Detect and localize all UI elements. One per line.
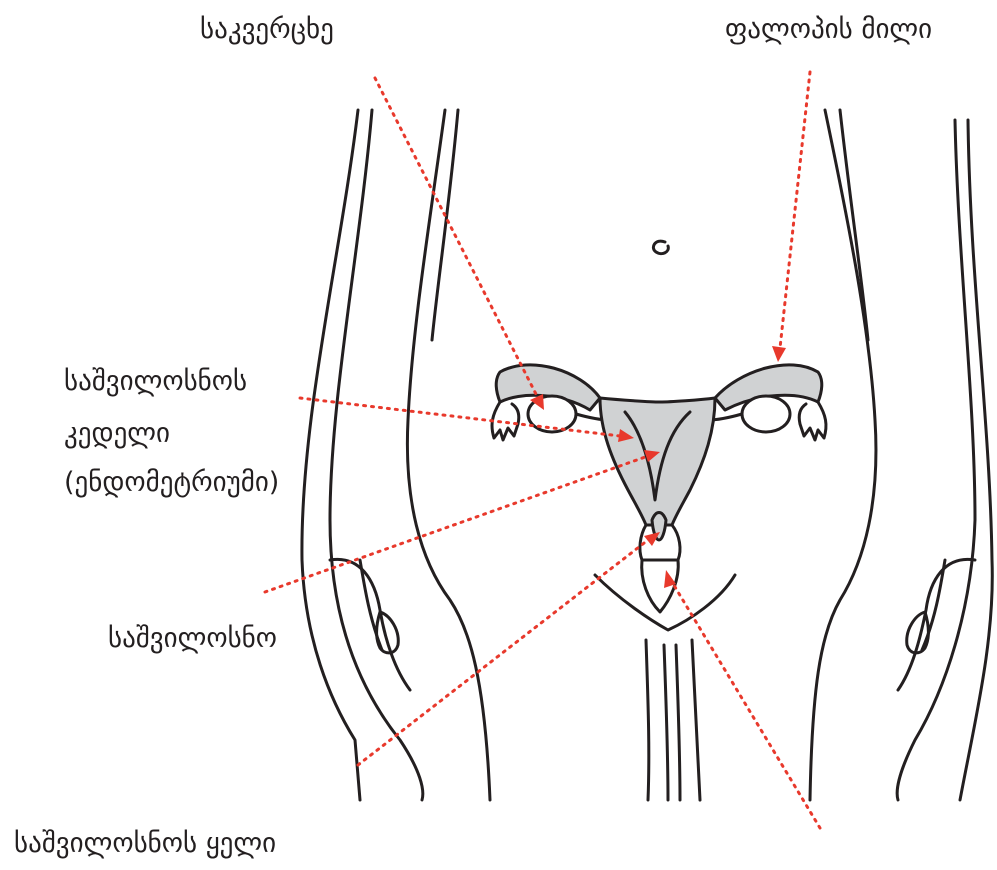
label-uterine-wall-line2: კედელი [64,418,170,450]
label-ovary: საკვერცხე [200,14,334,46]
leader-cervix [358,540,648,765]
vagina [642,560,679,612]
arrow-fallopian-tube [772,346,786,362]
ovary-right [742,396,790,432]
leader-uterus [265,456,648,592]
fimbriae-right [799,402,826,440]
label-fallopian-tube: ფალოპის მილი [725,14,932,46]
label-uterine-wall-line3: (ენდომეტრიუმი) [64,467,279,499]
label-cervix: საშვილოსნოს ყელი [14,828,276,860]
label-uterine-wall-line1: საშვილოსნოს [64,366,247,398]
fimbriae-left [492,402,519,440]
uterus-body [600,398,715,525]
leader-fallopian-tube [780,72,810,348]
label-uterus: საშვილოსნო [108,623,277,655]
